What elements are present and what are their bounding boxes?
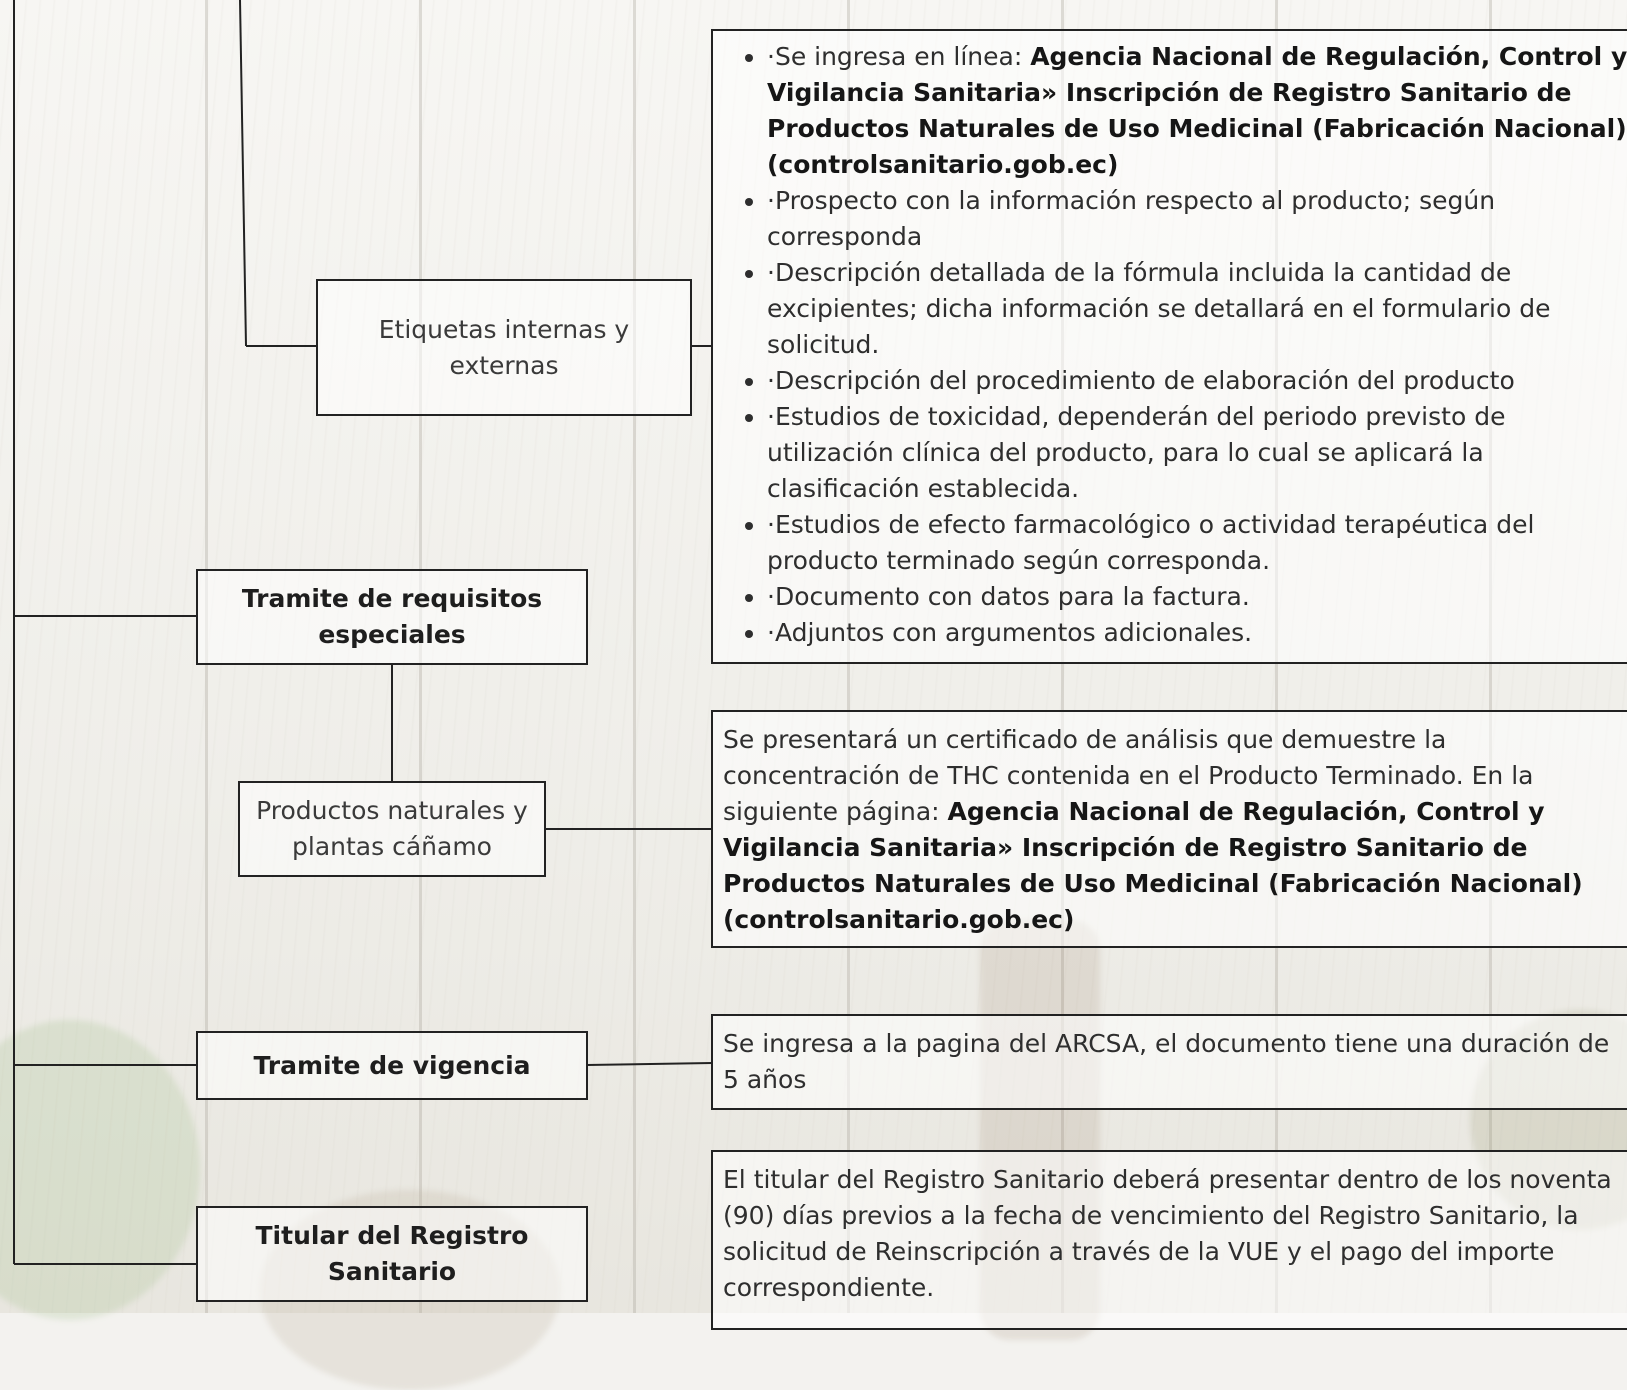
arcsa-link-text: Agencia Nacional de Regulación, Control … <box>767 42 1627 179</box>
productos-node: Productos naturales y plantas cáñamo <box>238 781 546 877</box>
hemp-panel: Se presentará un certificado de análisis… <box>711 710 1627 948</box>
titular-panel: El titular del Registro Sanitario deberá… <box>711 1150 1627 1330</box>
titular-panel-text: El titular del Registro Sanitario deberá… <box>723 1165 1612 1302</box>
etiquetas-node: Etiquetas internas y externas <box>316 279 692 416</box>
list-item: ·Estudios de toxicidad, dependerán del p… <box>767 399 1627 507</box>
list-item: ·Se ingresa en línea: Agencia Nacional d… <box>767 39 1627 183</box>
requisitos-node: Tramite de requisitos especiales <box>196 569 588 665</box>
vigencia-panel-text: Se ingresa a la pagina del ARCSA, el doc… <box>723 1029 1610 1094</box>
list-item: ·Descripción del procedimiento de elabor… <box>767 363 1627 399</box>
vigencia-node: Tramite de vigencia <box>196 1031 588 1100</box>
etiquetas-label: Etiquetas internas y externas <box>378 314 630 380</box>
productos-label: Productos naturales y plantas cáñamo <box>256 796 528 861</box>
list-item: ·Documento con datos para la factura. <box>767 579 1627 615</box>
leaf-decoration <box>0 1020 200 1320</box>
vigencia-panel: Se ingresa a la pagina del ARCSA, el doc… <box>711 1014 1627 1110</box>
list-item: ·Prospecto con la información respecto a… <box>767 183 1627 255</box>
requirements-panel: ·Se ingresa en línea: Agencia Nacional d… <box>711 29 1627 664</box>
titular-label: Titular del Registro Sanitario <box>255 1221 529 1286</box>
requirements-list: ·Se ingresa en línea: Agencia Nacional d… <box>713 31 1627 651</box>
hemp-panel-link-text: Agencia Nacional de Regulación, Control … <box>723 797 1583 934</box>
hemp-panel-text: Se presentará un certificado de análisis… <box>723 725 1583 934</box>
vigencia-label: Tramite de vigencia <box>253 1050 531 1080</box>
list-item: ·Adjuntos con argumentos adicionales. <box>767 615 1627 651</box>
list-item: ·Descripción detallada de la fórmula inc… <box>767 255 1627 363</box>
list-item: ·Estudios de efecto farmacológico o acti… <box>767 507 1627 579</box>
titular-node: Titular del Registro Sanitario <box>196 1206 588 1302</box>
requisitos-label: Tramite de requisitos especiales <box>241 584 543 649</box>
